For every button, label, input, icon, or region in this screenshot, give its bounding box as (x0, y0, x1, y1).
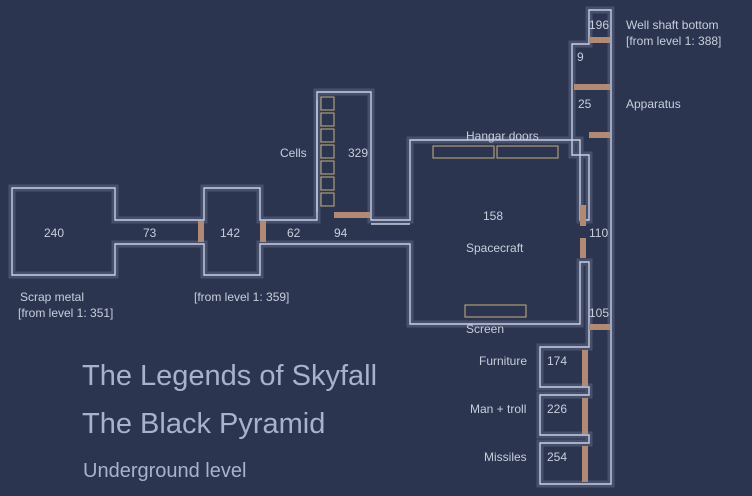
room-label-furniture: Furniture (479, 354, 528, 368)
room-number-158: 158 (483, 209, 504, 223)
label-screen: Screen (466, 322, 505, 336)
cell-7 (320, 192, 335, 207)
door-142-62 (260, 221, 266, 242)
room-number-142: 142 (220, 226, 241, 240)
hangar-door-left (432, 145, 495, 159)
room-number-105: 105 (589, 306, 610, 320)
room-number-94: 94 (334, 226, 348, 240)
room-note-scrap-metal: [from level 1: 351] (18, 306, 114, 320)
hangar-fixtures (432, 145, 559, 318)
door-shaft-196 (589, 37, 610, 43)
cell-5 (320, 160, 335, 175)
room-number-62: 62 (287, 226, 301, 240)
room-number-174: 174 (547, 354, 568, 368)
door-73-142 (198, 221, 204, 242)
room-number-240: 240 (44, 226, 65, 240)
room-number-73: 73 (143, 226, 157, 240)
hangar-door-right (496, 145, 559, 159)
cell-3 (320, 128, 335, 143)
door-hangar-110-upper (580, 205, 586, 226)
room-number-9: 9 (577, 50, 584, 64)
cell-compartments (320, 96, 335, 207)
room-number-196: 196 (589, 18, 610, 32)
door-furniture (582, 350, 588, 386)
door-9-25 (574, 84, 610, 90)
level-title: Underground level (83, 460, 247, 482)
game-title: The Legends of Skyfall (82, 360, 378, 392)
cell-1 (320, 96, 335, 111)
door-cells (334, 212, 370, 218)
module-title: The Black Pyramid (82, 408, 326, 440)
room-label-well-shaft: Well shaft bottom (626, 18, 719, 32)
walls (11, 9, 612, 485)
hangar-screen (464, 304, 527, 318)
room-note-142: [from level 1: 359] (194, 290, 290, 304)
door-hangar-110-lower (580, 238, 586, 258)
room-number-226: 226 (547, 402, 568, 416)
room-number-254: 254 (547, 450, 568, 464)
label-hangar-doors: Hangar doors (466, 129, 539, 143)
room-number-110: 110 (589, 226, 609, 240)
cell-6 (320, 176, 335, 191)
room-label-cells: Cells (280, 146, 307, 160)
room-label-apparatus: Apparatus (626, 97, 681, 111)
cell-4 (320, 144, 335, 159)
doors (198, 37, 610, 482)
label-spacecraft: Spacecraft (466, 241, 524, 255)
room-label-man-troll: Man + troll (470, 402, 527, 416)
door-missiles (582, 446, 588, 482)
room-label-scrap-metal: Scrap metal (20, 290, 85, 304)
cell-2 (320, 112, 335, 127)
door-25-110 (589, 132, 610, 138)
room-note-well-shaft: [from level 1: 388] (626, 34, 722, 48)
door-105 (589, 324, 610, 330)
room-number-25: 25 (578, 97, 592, 111)
door-man-troll (582, 398, 588, 434)
room-label-missiles: Missiles (484, 450, 527, 464)
room-number-329: 329 (348, 146, 369, 160)
